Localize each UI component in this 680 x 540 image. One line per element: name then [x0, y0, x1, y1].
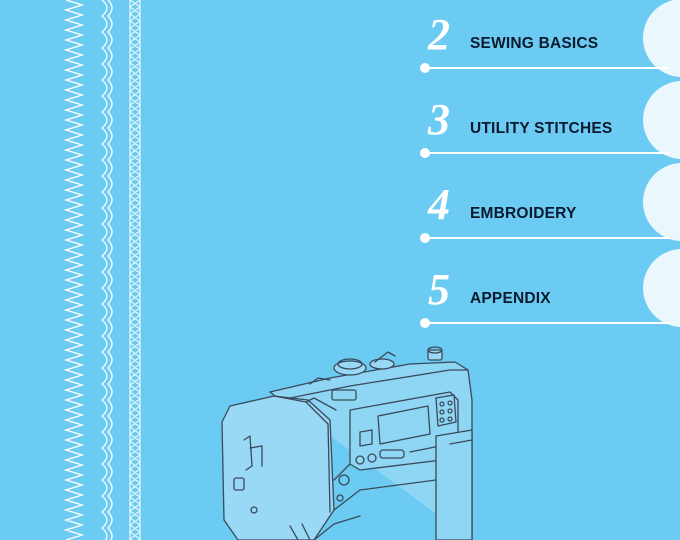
chapter-entry[interactable]: 2 SEWING BASICS: [418, 13, 680, 73]
divider-line: [425, 67, 670, 69]
divider-line: [425, 237, 670, 239]
sewing-machine-illustration: [221, 346, 473, 540]
zigzag-stitch: [63, 0, 85, 540]
chapter-number: 3: [428, 95, 450, 144]
chapter-number: 4: [428, 180, 450, 229]
chapter-number: 5: [428, 265, 450, 314]
chapter-number: 2: [428, 10, 450, 59]
divider-dot: [420, 63, 430, 73]
chapter-entry[interactable]: 4 EMBROIDERY: [418, 183, 680, 243]
chapter-entry[interactable]: 5 APPENDIX: [418, 268, 680, 328]
chapter-entry[interactable]: 3 UTILITY STITCHES: [418, 98, 680, 158]
divider-line: [425, 152, 670, 154]
chapter-title: SEWING BASICS: [470, 35, 599, 52]
decorative-stitch-columns: [63, 0, 141, 540]
chapter-title: UTILITY STITCHES: [470, 120, 613, 137]
divider-line: [425, 322, 670, 324]
cross-stitch: [129, 0, 141, 540]
chapter-title: EMBROIDERY: [470, 205, 577, 222]
divider-dot: [420, 233, 430, 243]
divider-dot: [420, 148, 430, 158]
chapter-title: APPENDIX: [470, 290, 551, 307]
scallop-stitch: [100, 0, 113, 540]
divider-dot: [420, 318, 430, 328]
